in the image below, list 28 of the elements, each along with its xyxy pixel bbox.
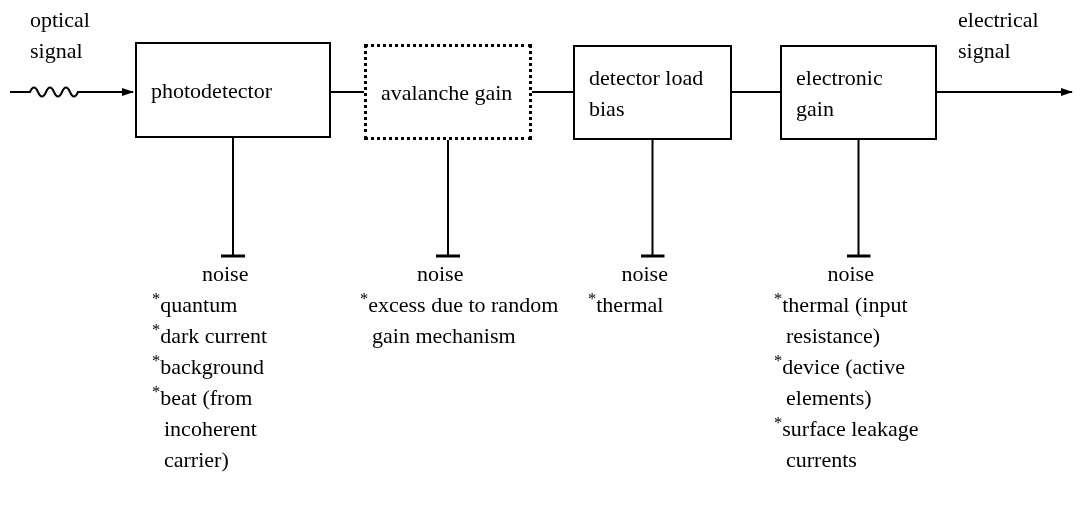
wavy-arrow xyxy=(9,86,134,98)
noise-source: $^{*}$surface leakage currents xyxy=(774,413,920,474)
noise-connector xyxy=(434,139,462,258)
noise-heading: noise xyxy=(621,260,668,288)
noise-heading: noise xyxy=(417,260,464,288)
noise-source: $^{*}$excess due to random gain mechanism xyxy=(360,289,560,350)
noise-source: $^{*}$beat (from incoherent carrier) xyxy=(152,382,258,474)
noise-source: $^{*}$quantum xyxy=(152,289,239,319)
noise-connector xyxy=(845,139,872,258)
noise-source: $^{*}$background xyxy=(152,351,266,381)
noise-source: $^{*}$device (active elements) xyxy=(774,351,906,412)
process-box: photodetector xyxy=(135,42,331,138)
noise-source: $^{*}$thermal (input resistance) xyxy=(774,289,909,350)
process-box: electronic gain xyxy=(780,45,937,140)
edge-label: electrical signal xyxy=(958,6,1040,65)
process-box: detector load bias xyxy=(573,45,732,140)
noise-heading: noise xyxy=(202,260,249,288)
noise-connector xyxy=(639,139,666,258)
noise-heading: noise xyxy=(827,260,874,288)
dotted-process-box: avalanche gain xyxy=(364,44,532,140)
connector-line xyxy=(531,91,574,93)
edge-label: optical signal xyxy=(30,6,91,65)
arrow xyxy=(936,88,1073,96)
connector-line xyxy=(731,91,781,93)
noise-source: $^{*}$thermal xyxy=(588,289,665,319)
noise-connector xyxy=(219,137,247,258)
noise-source: $^{*}$dark current xyxy=(152,320,269,350)
connector-line xyxy=(330,91,365,93)
